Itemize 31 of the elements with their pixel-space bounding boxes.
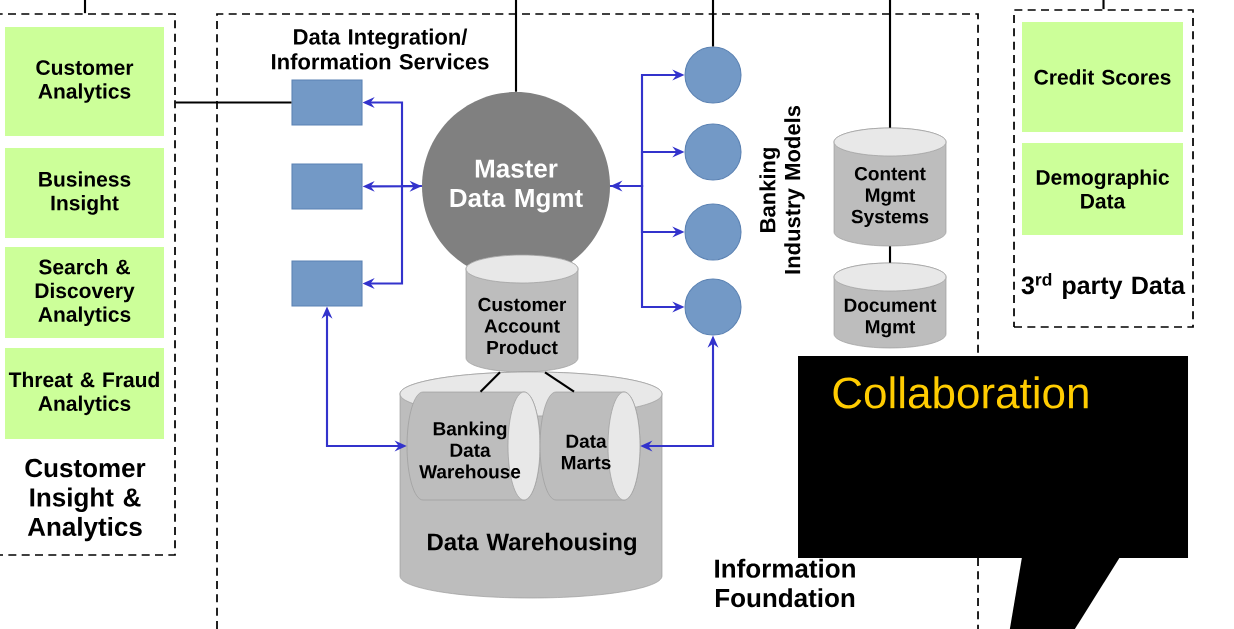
connector-line xyxy=(175,101,292,104)
model-circle xyxy=(684,123,742,181)
connector-line xyxy=(479,371,501,393)
category-box: Credit Scores xyxy=(1022,22,1183,132)
section-label: Data Integration/ Information Services xyxy=(272,28,489,70)
small-square xyxy=(291,163,363,210)
group-title: 3$^{rd}$ party Data xyxy=(1021,272,1186,300)
database-cylinder: Banking Data Warehouse xyxy=(406,391,541,501)
database-cylinder: Document Mgmt xyxy=(833,262,947,349)
connector-line xyxy=(888,0,892,128)
category-box: Demographic Data xyxy=(1022,143,1183,235)
connector-line xyxy=(711,0,715,47)
model-circle xyxy=(684,203,742,261)
database-cylinder: Data Marts xyxy=(539,391,641,501)
connector-line xyxy=(514,0,518,92)
connector-line xyxy=(1102,0,1105,10)
small-square xyxy=(291,79,363,126)
group-title: Customer Insight & Analytics xyxy=(25,458,146,542)
connector-line xyxy=(888,246,892,263)
category-box: Customer Analytics xyxy=(5,27,164,136)
category-box: Threat & Fraud Analytics xyxy=(5,348,164,439)
connector-line xyxy=(83,0,87,14)
small-square xyxy=(291,260,363,307)
category-box: Search & Discovery Analytics xyxy=(5,247,164,338)
connector-line xyxy=(544,371,575,393)
database-cylinder: Customer Account Product xyxy=(465,254,579,373)
section-label: Banking Industry Models xyxy=(759,105,805,274)
model-circle xyxy=(684,278,742,336)
database-cylinder: Content Mgmt Systems xyxy=(833,127,947,247)
category-box: Business Insight xyxy=(5,148,164,238)
model-circle xyxy=(684,46,742,104)
